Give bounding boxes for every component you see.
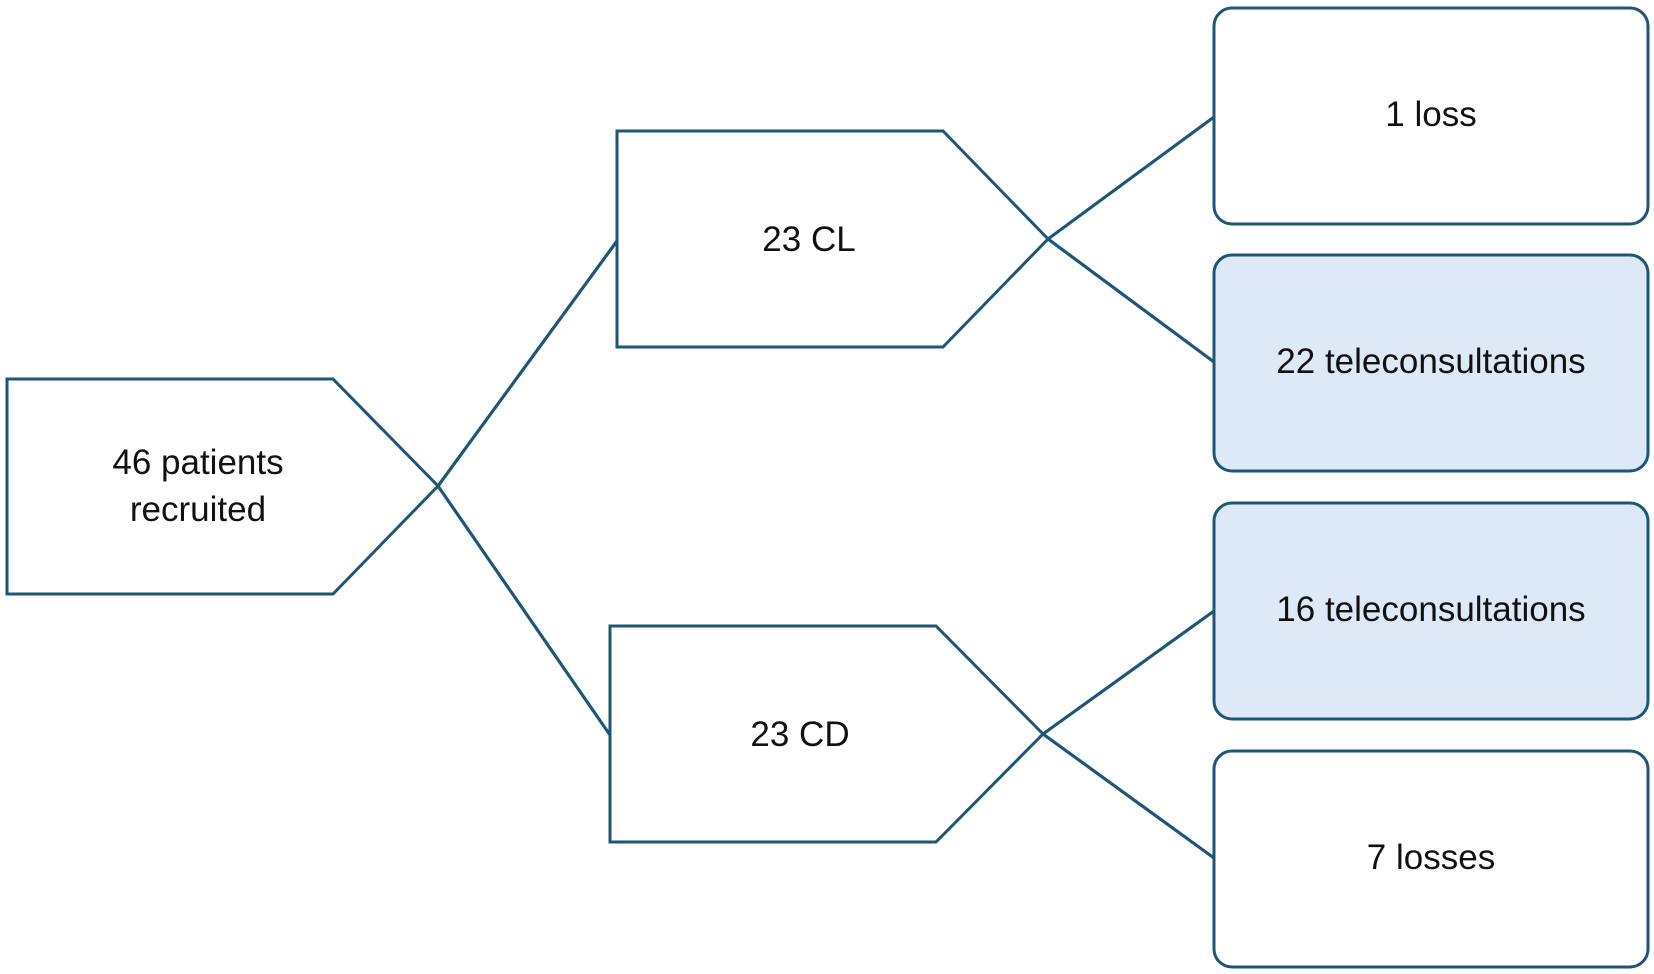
outcome-node-loss: 1 loss: [1212, 6, 1650, 226]
connector-root-to-cl: [436, 239, 619, 488]
outcome-cl-teleconsultations-label: 22 teleconsultations: [1276, 342, 1585, 381]
connector-cd-to-losses: [1041, 732, 1216, 860]
outcome-cd-teleconsultations-label: 16 teleconsultations: [1276, 590, 1585, 629]
root-label-line1: 46 patients: [112, 443, 283, 482]
connector-cl-to-teleconsultations: [1046, 237, 1216, 364]
branch-cl-label: 23 CL: [762, 220, 855, 259]
outcome-node-losses: 7 losses: [1212, 749, 1650, 969]
connector-cl-to-loss: [1046, 115, 1216, 241]
outcome-loss-box: [1212, 6, 1650, 226]
outcome-cd-teleconsultations-box: [1212, 501, 1650, 721]
branch-node-cl-shape: [615, 129, 1051, 349]
connector-root-to-cd: [436, 484, 612, 737]
outcome-losses-label: 7 losses: [1367, 838, 1495, 877]
root-label-line2: recruited: [130, 490, 266, 529]
branch-cd-label: 23 CD: [750, 715, 849, 754]
branch-node-cd-shape: [608, 624, 1046, 844]
root-node: 46 patients recruited: [5, 377, 441, 596]
outcome-node-cd-teleconsultations: 16 teleconsultations: [1212, 501, 1650, 721]
branch-node-cd: 23 CD: [608, 624, 1046, 844]
branch-node-cl: 23 CL: [615, 129, 1051, 349]
connector-cd-to-teleconsultations: [1041, 609, 1216, 736]
outcome-node-cl-teleconsultations: 22 teleconsultations: [1212, 253, 1650, 473]
outcome-losses-box: [1212, 749, 1650, 969]
outcome-loss-label: 1 loss: [1385, 95, 1476, 134]
root-node-shape: [5, 377, 441, 596]
outcome-cl-teleconsultations-box: [1212, 253, 1650, 473]
connectors: [436, 115, 1216, 860]
